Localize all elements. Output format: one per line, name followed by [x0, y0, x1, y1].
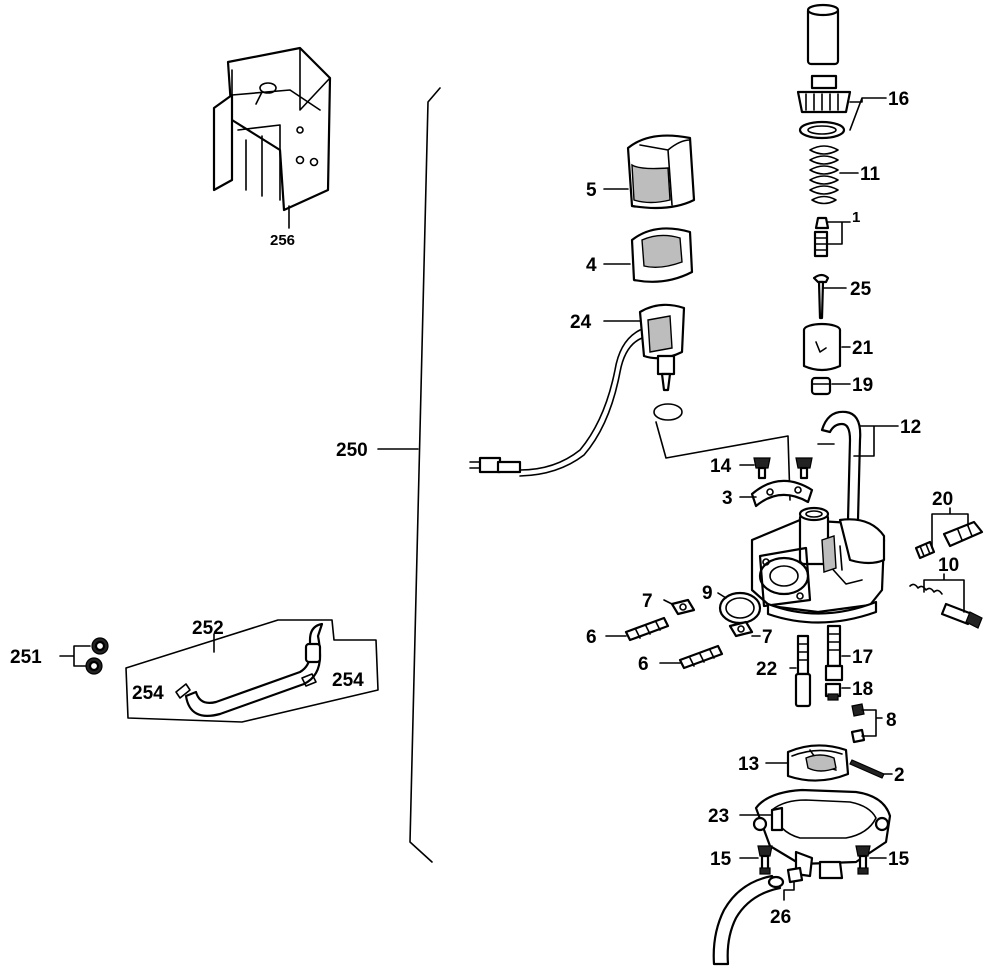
callout-10: 10	[938, 555, 959, 576]
callout-8: 8	[886, 710, 897, 731]
part-25-jet-needle	[812, 273, 830, 320]
callout-15-left: 15	[710, 849, 732, 870]
part-5-cap-cover	[626, 134, 696, 210]
callout-14: 14	[710, 456, 732, 477]
callout-16: 16	[888, 89, 909, 110]
callout-9: 9	[702, 583, 713, 604]
part-14-screws	[753, 457, 813, 480]
callout-5: 5	[586, 180, 597, 201]
callout-25: 25	[850, 279, 872, 300]
callout-254-left: 254	[132, 683, 164, 704]
callout-21: 21	[852, 338, 874, 359]
part-8-float-pin	[850, 703, 866, 744]
part-6-stud-lower	[678, 644, 724, 670]
part-top-cap-tube	[806, 3, 840, 66]
part-1-needle-clip	[813, 216, 830, 258]
callout-26: 26	[770, 907, 791, 928]
part-6-stud-upper	[624, 616, 670, 642]
callout-7-lower: 7	[762, 627, 773, 648]
callout-6-upper: 6	[586, 627, 597, 648]
part-20-screw-set	[914, 520, 984, 560]
part-3-clamp	[750, 479, 814, 508]
callout-22: 22	[756, 659, 777, 680]
part-10-screw-set	[909, 583, 983, 629]
callout-12: 12	[900, 417, 921, 438]
callout-4: 4	[586, 255, 597, 276]
part-18-jet-holder	[824, 682, 842, 701]
callout-252: 252	[192, 618, 224, 639]
part-251-clips	[85, 637, 109, 675]
part-254-clip-left	[175, 683, 191, 699]
part-7-nut-upper	[670, 598, 696, 616]
callout-256: 256	[270, 232, 295, 249]
callout-20: 20	[932, 489, 953, 510]
callout-2: 2	[894, 765, 905, 786]
part-2-float-needle	[849, 759, 885, 779]
callout-1: 1	[852, 209, 860, 226]
callout-254-right: 254	[332, 670, 364, 691]
bracket-250	[409, 87, 441, 863]
callout-18: 18	[852, 679, 873, 700]
part-256-heat-shield	[212, 46, 332, 229]
callout-251: 251	[10, 647, 42, 668]
callout-11: 11	[860, 164, 881, 185]
part-26-drain-hose	[712, 866, 804, 966]
callout-7-upper: 7	[642, 591, 653, 612]
part-16-cap-nut	[796, 74, 852, 140]
callout-6-lower: 6	[638, 654, 649, 675]
part-252-hose-kit-panel	[125, 619, 379, 723]
part-4-boot-cover	[630, 227, 694, 283]
part-15-screw-left	[757, 845, 773, 875]
callout-24: 24	[570, 312, 592, 333]
part-22-main-jet	[794, 634, 812, 708]
part-17-needle-jet	[824, 624, 844, 682]
part-13-float	[786, 744, 850, 782]
part-7-nut-lower	[728, 620, 754, 638]
part-11-spring	[809, 145, 839, 205]
part-15-screw-right	[855, 845, 871, 875]
callout-13: 13	[738, 754, 759, 775]
part-24-auto-choke	[469, 303, 686, 477]
choke-o-ring	[653, 403, 683, 421]
part-12-vent-tube	[817, 410, 862, 522]
callout-23: 23	[708, 806, 729, 827]
part-21-throttle-valve	[802, 322, 842, 372]
part-252-fuel-hose	[184, 622, 324, 717]
carburetor-body	[750, 506, 886, 624]
callout-15-right: 15	[888, 849, 910, 870]
callout-3: 3	[722, 488, 733, 509]
callout-250: 250	[336, 440, 368, 461]
part-19-plug	[810, 376, 832, 396]
part-23-float-bowl	[752, 788, 892, 880]
part-254-clip-right	[301, 673, 317, 687]
callout-17: 17	[852, 647, 873, 668]
callout-19: 19	[852, 375, 873, 396]
